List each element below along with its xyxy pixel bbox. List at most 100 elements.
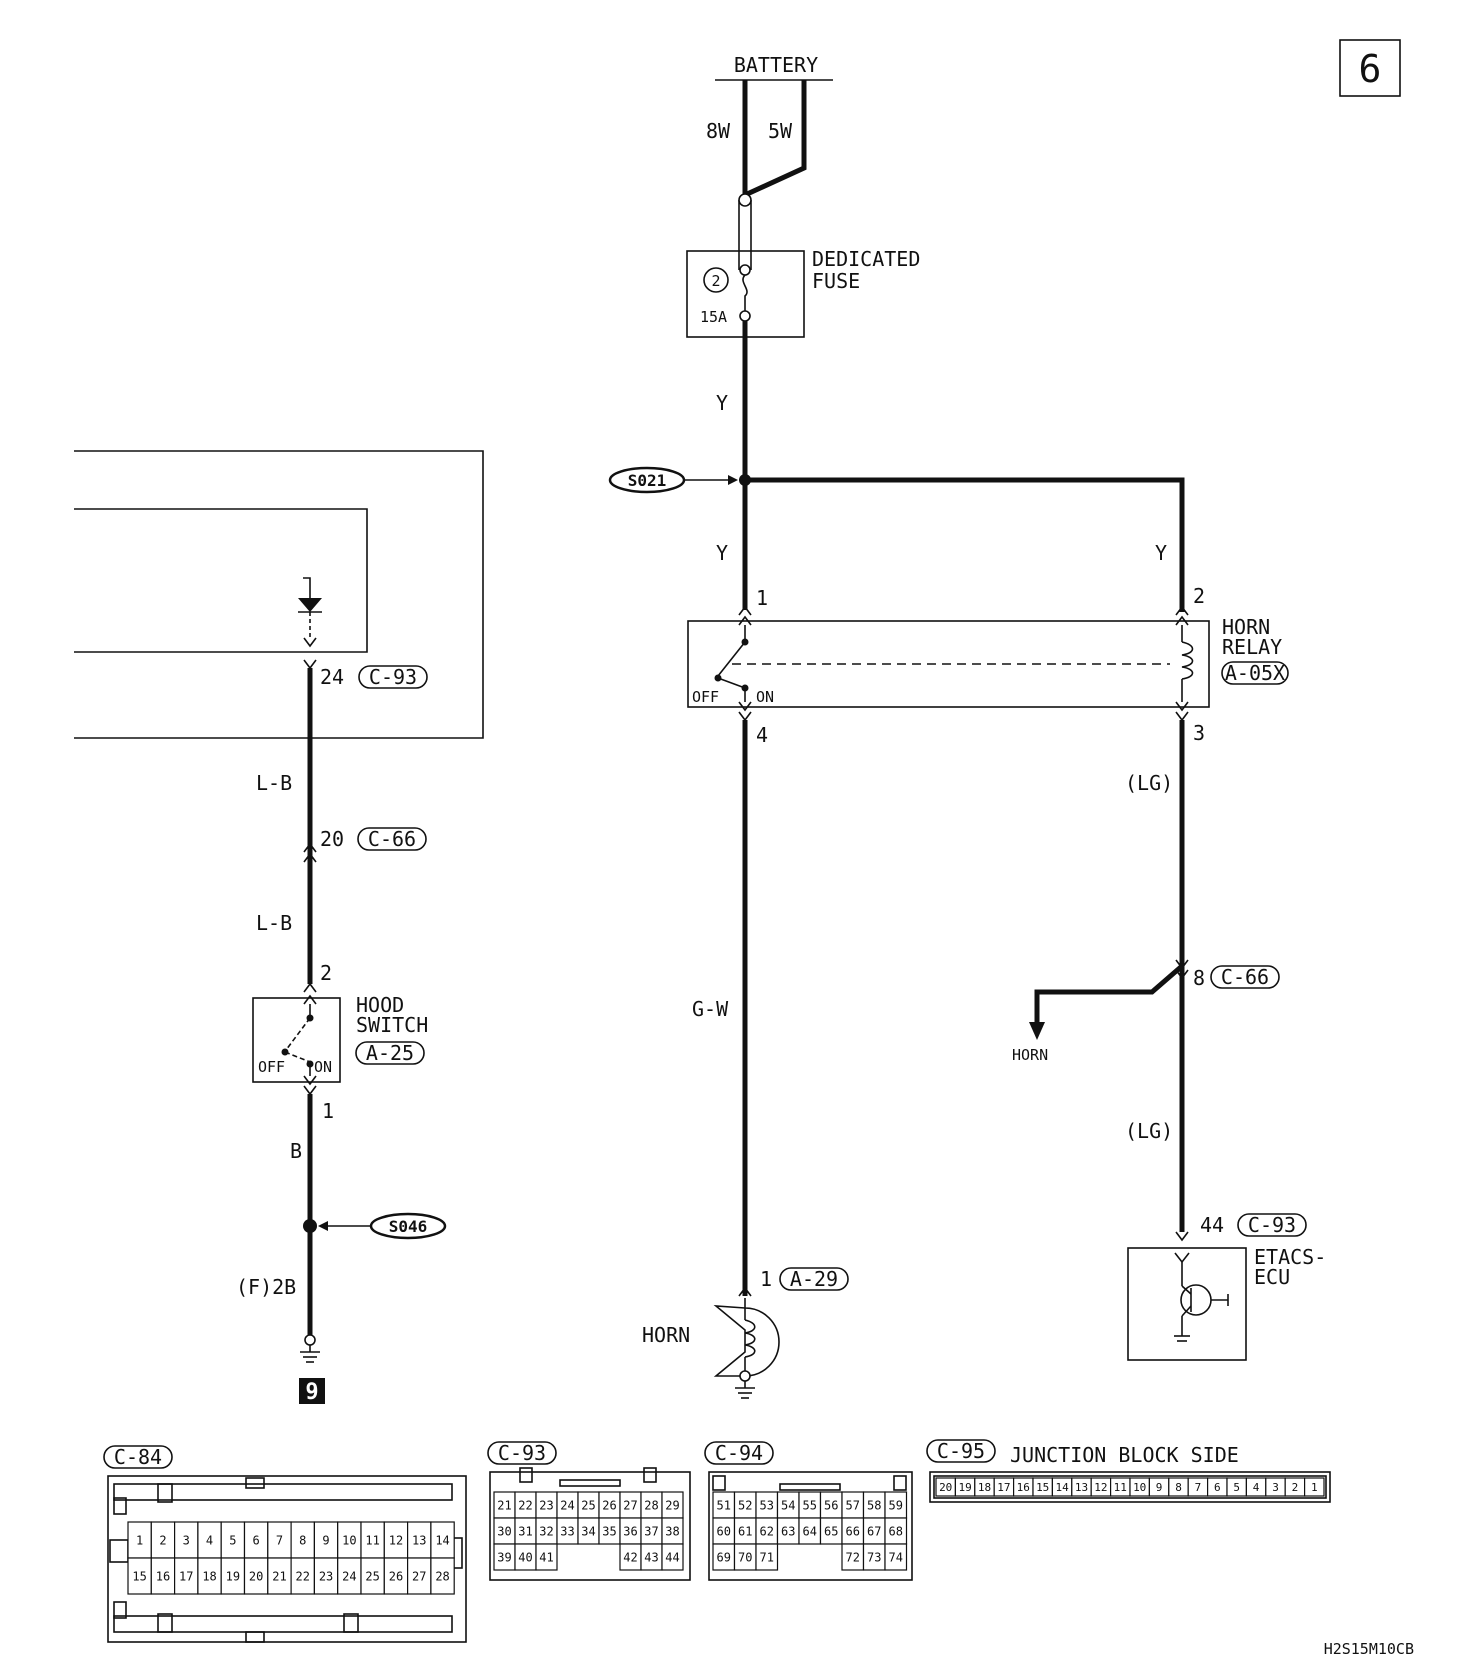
battery: BATTERY 8W 5W (706, 53, 833, 198)
pin-number: 23 (539, 1498, 553, 1512)
pin-number: 19 (226, 1569, 240, 1583)
page-number-box (1339, 39, 1401, 97)
pin-number: 71 (760, 1550, 774, 1564)
pin-cell (430, 1557, 455, 1595)
pin-number: 68 (889, 1524, 903, 1538)
pin-number: 28 (435, 1569, 449, 1583)
horn-relay-pin4: 4 (756, 723, 768, 747)
pin-number: 11 (365, 1533, 379, 1547)
pin-number: 58 (867, 1498, 881, 1512)
pin-number: 31 (518, 1524, 532, 1538)
pin-number: 41 (539, 1550, 553, 1564)
pin-number: 53 (760, 1498, 774, 1512)
pin-number: 20 (939, 1481, 952, 1494)
pin-number: 8 (299, 1533, 306, 1547)
pin-number: 74 (889, 1550, 903, 1564)
pin-number: 15 (1036, 1481, 1049, 1494)
c93-top-pin: 24 (320, 665, 344, 689)
pin-number: 24 (560, 1498, 574, 1512)
pin-number: 28 (644, 1498, 658, 1512)
c84-name: C-84 (114, 1445, 162, 1469)
fuse-label-1: DEDICATED (812, 247, 920, 271)
a29-name: A-29 (790, 1267, 838, 1291)
pin-cell (661, 1543, 684, 1571)
pin-number: 65 (824, 1524, 838, 1538)
pin-number: 3 (183, 1533, 190, 1547)
pin-number: 27 (412, 1569, 426, 1583)
etacs-ecu: 44 C-93 ETACS- ECU (1127, 1213, 1326, 1361)
splice-s021-label: S021 (628, 471, 667, 490)
pin-number: 26 (602, 1498, 616, 1512)
pin-number: 30 (497, 1524, 511, 1538)
horn-relay-label-2: RELAY (1222, 635, 1282, 659)
c93-top-name: C-93 (369, 665, 417, 689)
pin-number: 6 (253, 1533, 260, 1547)
hood-switch-connector: A-25 (366, 1041, 414, 1065)
wire-b: B (290, 1139, 302, 1163)
horn-relay-pin2: 2 (1193, 584, 1205, 608)
hood-switch: 2 OFF ON HOOD SWITCH A-25 1 (252, 961, 428, 1123)
pin-number: 38 (665, 1524, 679, 1538)
pin-number: 39 (497, 1550, 511, 1564)
pin-number: 24 (342, 1569, 356, 1583)
pin-number: 10 (342, 1533, 356, 1547)
battery-label: BATTERY (734, 53, 818, 77)
connector-c93-top: 24 C-93 (303, 659, 428, 689)
etacs-label-1: ETACS- (1254, 1245, 1326, 1269)
pin-number: 18 (202, 1569, 216, 1583)
pin-number: 61 (738, 1524, 752, 1538)
horn-relay-label-1: HORN (1222, 615, 1270, 639)
wire-y-right: Y (1155, 541, 1167, 565)
pin-cell (884, 1543, 908, 1571)
fuse-number: 2 (711, 272, 720, 290)
ground-symbol (300, 1334, 320, 1363)
pin-number: 5 (229, 1533, 236, 1547)
pin-number: 11 (1114, 1481, 1127, 1494)
splice-dot-s021 (739, 474, 751, 486)
pin-number: 59 (889, 1498, 903, 1512)
pin-number: 6 (1214, 1481, 1221, 1494)
horn-relay-connector: A-05X (1225, 661, 1285, 685)
splice-dot-s046 (303, 1219, 317, 1233)
horn-label: HORN (642, 1323, 690, 1347)
wire-y-upper: Y (716, 391, 728, 415)
dedicated-fuse: 2 15A DEDICATED FUSE (686, 193, 920, 338)
pin-number: 7 (276, 1533, 283, 1547)
pin-number: 69 (717, 1550, 731, 1564)
a29-pin: 1 (760, 1267, 772, 1291)
pin-number: 64 (803, 1524, 817, 1538)
pin-number: 35 (602, 1524, 616, 1538)
pin-number: 37 (644, 1524, 658, 1538)
pin-number: 43 (644, 1550, 658, 1564)
pin-cell (755, 1543, 779, 1571)
hood-switch-label-1: HOOD (356, 993, 404, 1017)
c93-ecu-pin: 44 (1200, 1213, 1224, 1237)
pin-number: 57 (846, 1498, 860, 1512)
horn-relay-pin3: 3 (1193, 721, 1205, 745)
hood-switch-off: OFF (258, 1058, 285, 1076)
horn-branch-label: HORN (1012, 1046, 1048, 1064)
pin-number: 22 (518, 1498, 532, 1512)
pin-number: 73 (867, 1550, 881, 1564)
pin-number: 40 (518, 1550, 532, 1564)
pin-number: 15 (132, 1569, 146, 1583)
wire-l-b-lower: L-B (256, 911, 292, 935)
pin-number: 54 (781, 1498, 795, 1512)
wire-g-w: G-W (692, 997, 729, 1021)
c66-left-pin: 20 (320, 827, 344, 851)
etacs-label-2: ECU (1254, 1265, 1290, 1289)
pin-number: 20 (249, 1569, 263, 1583)
pin-number: 29 (665, 1498, 679, 1512)
horn-relay: 1 2 4 3 OFF ON HORN RELAY A-05X (687, 584, 1289, 747)
pin-number: 2 (159, 1533, 166, 1547)
pin-number: 72 (846, 1550, 860, 1564)
ground-reference: 9 (299, 1378, 325, 1405)
pin-number: 14 (435, 1533, 449, 1547)
pin-number: 23 (319, 1569, 333, 1583)
connector-c66-right: 8 C-66 (1029, 959, 1280, 1040)
pin-number: 18 (978, 1481, 991, 1494)
pin-number: 42 (623, 1550, 637, 1564)
pin-number: 5 (1233, 1481, 1240, 1494)
pin-number: 17 (179, 1569, 193, 1583)
